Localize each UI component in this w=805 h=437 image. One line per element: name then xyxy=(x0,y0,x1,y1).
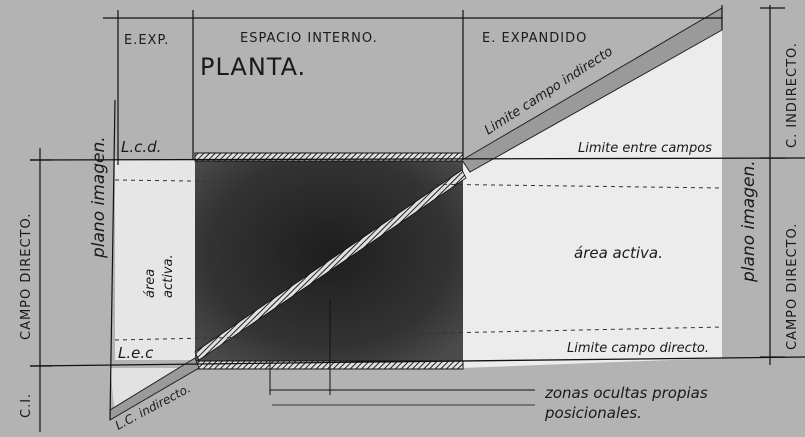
label-campo-directo-left: CAMPO DIRECTO. xyxy=(19,213,34,340)
label-plano-imagen-right: plano imagen. xyxy=(739,160,759,283)
label-planta: PLANTA. xyxy=(200,53,306,81)
label-zonas-2: posicionales. xyxy=(544,404,642,422)
label-campo-directo-right: CAMPO DIRECTO. xyxy=(785,223,800,350)
label-limite-entre-campos: Limite entre campos xyxy=(578,141,712,156)
label-zonas-1: zonas ocultas propias xyxy=(544,384,708,402)
label-limite-campo-directo: Limite campo directo. xyxy=(567,341,709,356)
label-area-left-1: área xyxy=(143,269,158,298)
left-active-area xyxy=(115,160,195,360)
label-ci-left: C.I. xyxy=(19,393,34,418)
label-e-expandido: E. EXPANDIDO xyxy=(482,31,587,46)
label-e-exp: E.EXP. xyxy=(124,33,169,48)
label-lcd: L.c.d. xyxy=(121,138,161,156)
label-area-left-2: activa. xyxy=(161,254,176,298)
label-plano-imagen-left: plano imagen. xyxy=(89,136,109,259)
label-lec: L.e.c xyxy=(118,344,154,362)
right-active-area xyxy=(462,20,722,368)
label-espacio-interno: ESPACIO INTERNO. xyxy=(240,31,378,46)
label-area-activa-right: área activa. xyxy=(574,244,663,262)
diagonal-hatch-band xyxy=(194,169,467,361)
label-c-indirecto-right: C. INDIRECTO. xyxy=(785,42,800,148)
